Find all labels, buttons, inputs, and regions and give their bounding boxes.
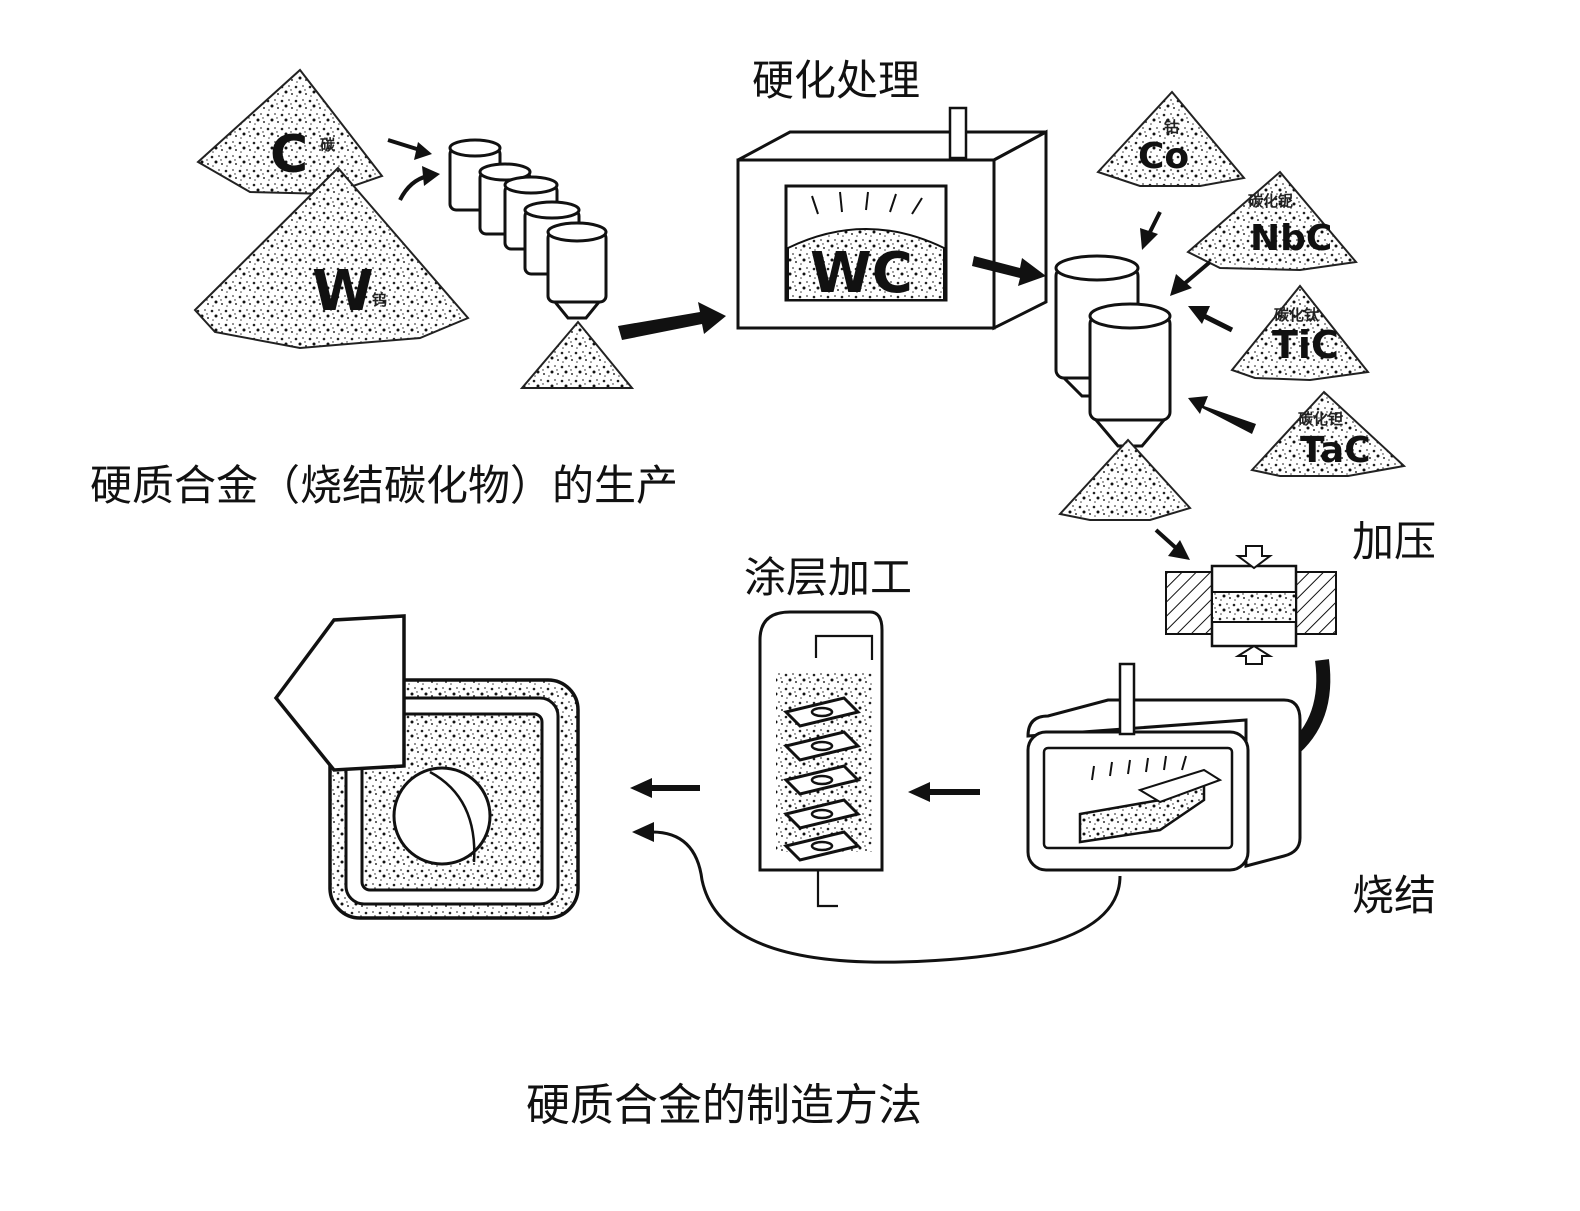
cobalt-pile: Co 钴 <box>1096 90 1246 187</box>
blended-powder-pile <box>1058 438 1192 521</box>
tantalum-carbide-symbol: TaC <box>1300 430 1371 471</box>
sintering-chimney <box>1118 662 1136 736</box>
coating-chamber <box>758 610 884 908</box>
arrow-to-hardening-furnace <box>618 302 726 340</box>
pressing-heading: 加压 <box>1352 517 1436 566</box>
arrow-to-second-mixer <box>972 256 1046 286</box>
tantalum-carbide-pile: 碳化钽 TaC <box>1250 390 1407 477</box>
mixed-powder-pile <box>519 320 635 389</box>
tungsten-symbol: W <box>312 259 374 324</box>
niobium-carbide-symbol: NbC <box>1250 218 1332 259</box>
carbon-name: 碳 <box>320 136 336 154</box>
arrow-to-press <box>1154 528 1190 560</box>
titanium-carbide-name: 碳化钛 <box>1274 306 1320 324</box>
production-heading: 硬质合金（烧结碳化物）的生产 <box>90 461 678 510</box>
niobium-carbide-pile: 碳化铌 NbC <box>1186 170 1358 272</box>
hardening-heading: 硬化处理 <box>752 56 920 105</box>
carbon-pile: C 碳 <box>196 68 384 196</box>
titanium-carbide-pile: 碳化钛 TiC <box>1230 284 1370 382</box>
tantalum-carbide-name: 碳化钽 <box>1298 410 1343 428</box>
second-mixer <box>1054 254 1172 448</box>
coating-heading: 涂层加工 <box>744 553 912 602</box>
bypass-path-to-insert <box>632 822 1122 964</box>
mixer-canisters <box>448 138 608 320</box>
cobalt-symbol: Co <box>1138 136 1189 177</box>
titanium-carbide-symbol: TiC <box>1272 323 1339 367</box>
carbon-symbol: C <box>270 125 308 185</box>
press-die <box>1165 545 1337 665</box>
sintering-furnace <box>1026 662 1302 872</box>
sintering-heading: 烧结 <box>1352 871 1436 920</box>
furnace-chimney <box>948 106 968 160</box>
heat-rays <box>811 191 923 215</box>
wc-symbol: WC <box>810 241 913 306</box>
arrow-coating-to-insert <box>630 778 700 798</box>
arrow-carbon-to-mixer <box>387 138 432 160</box>
cobalt-name: 钴 <box>1164 118 1179 136</box>
insert-cutting-tip <box>273 614 406 772</box>
hardening-furnace: WC <box>736 106 1048 331</box>
additive-arrows <box>1140 211 1256 434</box>
arrow-tungsten-to-mixer <box>398 166 440 201</box>
tungsten-pile: W 钨 <box>193 166 470 350</box>
arrow-to-coating <box>908 782 980 802</box>
tungsten-name: 钨 <box>372 291 387 309</box>
niobium-carbide-name: 碳化铌 <box>1248 192 1293 210</box>
carbide-insert <box>273 614 580 920</box>
diagram-caption: 硬质合金的制造方法 <box>526 1080 922 1131</box>
